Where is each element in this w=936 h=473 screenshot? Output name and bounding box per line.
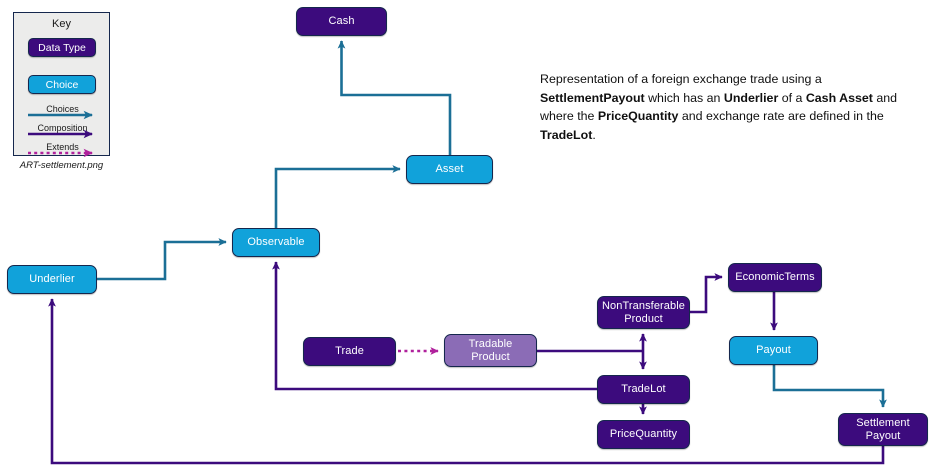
- node-label: Asset: [435, 163, 464, 175]
- description-fragment: which has an: [644, 90, 724, 105]
- key-chip-choice: Choice: [28, 75, 96, 94]
- node-label: Trade: [335, 345, 364, 357]
- node-pricequantity[interactable]: PriceQuantity: [597, 420, 690, 449]
- key-panel: Key Data Type Choice Choices Composition…: [13, 12, 110, 157]
- description-emphasis: TradeLot: [540, 127, 593, 142]
- key-chip-data-type: Data Type: [28, 38, 96, 57]
- edge-asset-to-cash: [337, 40, 452, 155]
- description-emphasis: PriceQuantity: [597, 109, 679, 123]
- edge-settlement-to-underlier: [48, 298, 885, 465]
- description-fragment: .: [592, 127, 596, 142]
- description-fragment: Representation of a foreign exchange tra…: [540, 72, 822, 86]
- description-fragment: and exchange rate are defined in the: [678, 109, 884, 123]
- description-emphasis: SettlementPayout: [540, 90, 645, 105]
- edge-tradelot-to-observable: [272, 261, 597, 391]
- edge-payout-to-settlement: [772, 365, 887, 408]
- key-label-composition: Composition: [37, 123, 88, 133]
- edge-observable-to-asset: [274, 165, 401, 228]
- node-observable[interactable]: Observable: [232, 228, 320, 257]
- node-asset[interactable]: Asset: [406, 155, 493, 184]
- diagram-caption: ART-settlement.png: [19, 160, 104, 171]
- node-tradelot[interactable]: TradeLot: [597, 375, 690, 404]
- description-emphasis: Cash Asset: [805, 90, 873, 105]
- key-title: Key: [52, 18, 71, 30]
- node-payout[interactable]: Payout: [729, 336, 818, 365]
- description-fragment: and where the: [540, 90, 897, 124]
- node-label: TradeLot: [621, 383, 666, 395]
- node-label: Observable: [247, 236, 305, 248]
- key-legend-arrows: [28, 110, 94, 157]
- key-label-choices: Choices: [46, 104, 79, 114]
- description-text: Representation of a foreign exchange tra…: [540, 70, 912, 144]
- edge-nontransfer-to-economicterms: [690, 273, 723, 314]
- node-label: PriceQuantity: [609, 428, 678, 440]
- node-label: Underlier: [29, 273, 75, 285]
- node-cash[interactable]: Cash: [296, 7, 387, 36]
- node-economicterms[interactable]: EconomicTerms: [728, 263, 822, 292]
- node-label: Cash: [328, 15, 355, 27]
- description-emphasis: Underlier: [723, 90, 779, 105]
- description-fragment: of a: [778, 90, 806, 105]
- node-label: EconomicTerms: [735, 271, 815, 283]
- node-label: Payout: [756, 344, 791, 356]
- key-label-extends: Extends: [46, 142, 79, 152]
- node-underlier[interactable]: Underlier: [7, 265, 97, 294]
- node-trade[interactable]: Trade: [303, 337, 396, 366]
- edge-underlier-to-observable: [97, 238, 227, 281]
